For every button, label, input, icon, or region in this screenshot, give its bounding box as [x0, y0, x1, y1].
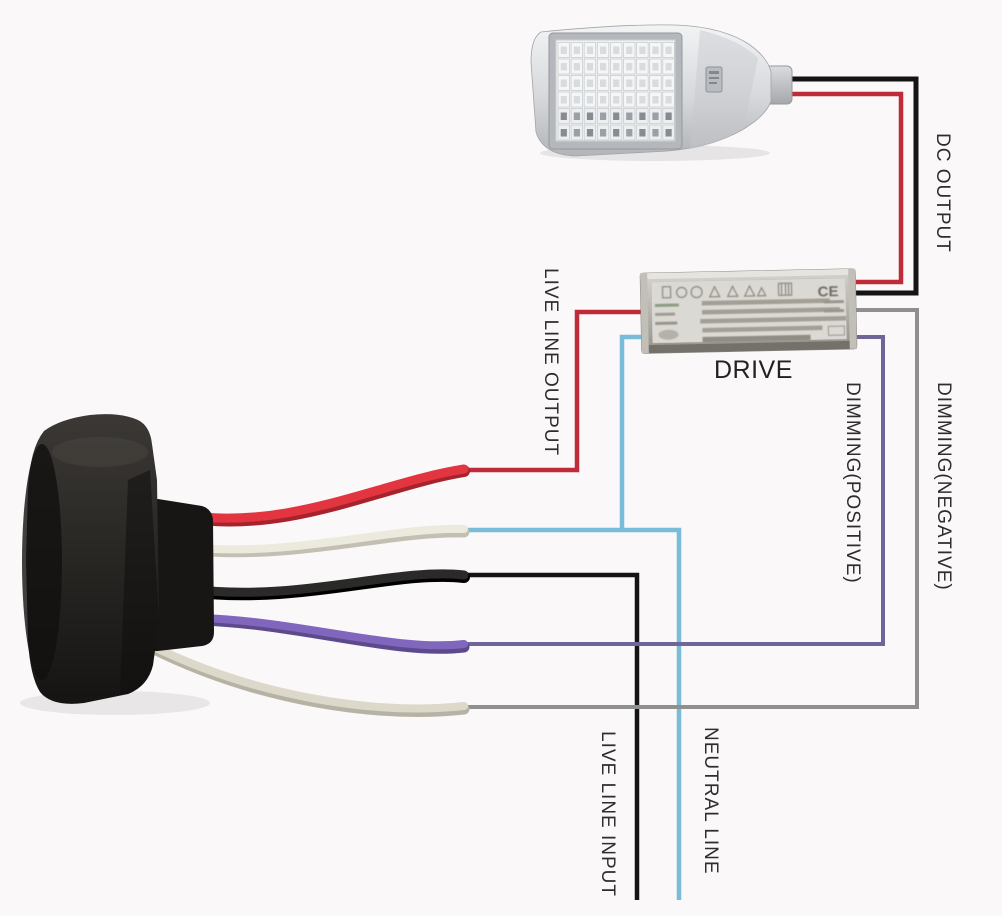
label-live-line-output: LIVE LINE OUTPUT — [539, 268, 561, 457]
wire-dc-output-black — [788, 76, 919, 296]
lamp-taper-shade — [690, 30, 758, 149]
led-array — [557, 42, 675, 141]
photocell-sensor — [20, 414, 214, 715]
wire-live-line-output — [462, 309, 643, 473]
driver-top-strip — [640, 268, 856, 280]
cable-purple — [196, 614, 468, 650]
driver-right-cap — [848, 268, 857, 349]
sensor-front-rim — [22, 444, 62, 680]
wire-live-line-input — [462, 572, 640, 900]
label-dimming-positive: DIMMING(POSITIVE) — [841, 382, 863, 584]
cert-icon — [690, 286, 703, 299]
label-dc-output: DC OUTPUT — [931, 133, 953, 253]
sensor-highlight — [52, 437, 148, 467]
cert-icon — [756, 286, 767, 297]
driver-cert-icons — [661, 282, 793, 299]
cable-red — [180, 464, 469, 523]
diagram-wires — [462, 76, 919, 900]
label-live-line-input: LIVE LINE INPUT — [596, 731, 618, 897]
wire-dimming-positive — [462, 335, 885, 646]
cert-icon — [743, 284, 756, 297]
sensor-cables — [144, 464, 470, 717]
cert-icon — [661, 286, 672, 299]
cert-icon — [726, 285, 739, 298]
wire-dimming-negative — [462, 308, 919, 709]
driver-label-text — [654, 298, 847, 343]
wire-dc-output-red — [790, 91, 904, 285]
driver-bottom-strip — [641, 340, 857, 354]
led-street-light — [530, 24, 793, 161]
wire-neutral-line — [462, 334, 682, 900]
cert-icon — [675, 286, 688, 299]
cert-icon — [708, 285, 721, 298]
cable-black — [185, 569, 469, 597]
ce-mark: CE — [817, 283, 838, 300]
label-neutral-line: NEUTRAL LINE — [699, 727, 721, 875]
label-dimming-negative: DIMMING(NEGATIVE) — [932, 382, 954, 591]
cert-icon-barcode — [780, 283, 790, 296]
cable-white — [191, 524, 468, 554]
label-drive: DRIVE — [714, 356, 793, 384]
cable-cream — [146, 641, 468, 713]
lamp-label-marks — [709, 71, 719, 84]
lamp-label-chip — [705, 66, 723, 93]
led-driver: CE — [639, 268, 858, 354]
sensor-right-shade — [120, 470, 159, 695]
driver-left-cap — [640, 273, 649, 354]
